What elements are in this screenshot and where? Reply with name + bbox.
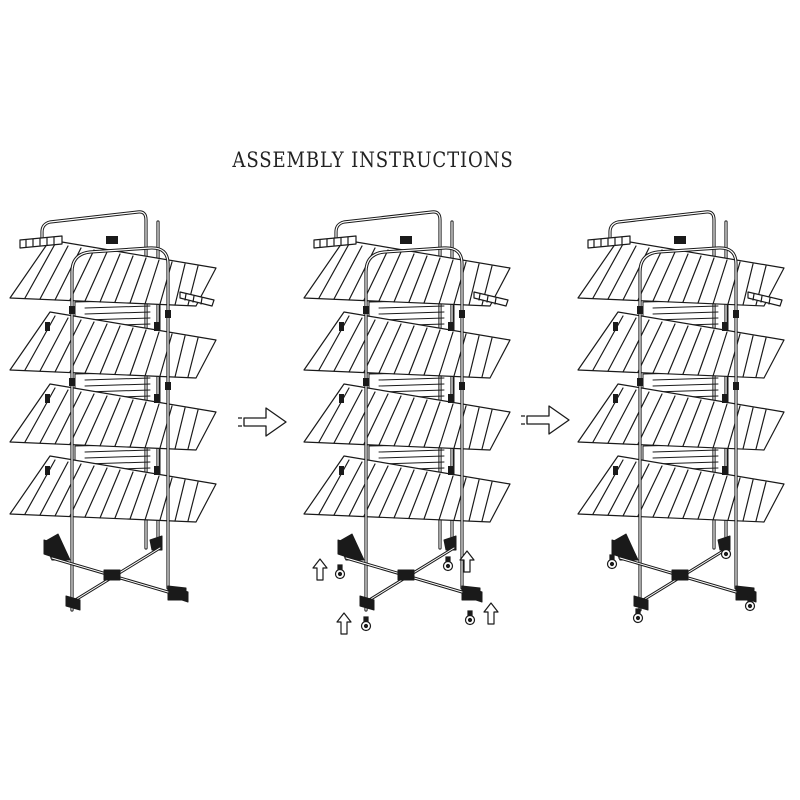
- wheel: [464, 610, 476, 626]
- next-step-arrow-1: [237, 407, 287, 437]
- up-arrow-icon: [312, 558, 328, 581]
- wheel: [334, 564, 346, 580]
- rack-step-3: [576, 210, 786, 612]
- wheel: [360, 616, 372, 632]
- wheel: [442, 556, 454, 572]
- up-arrow-icon: [336, 612, 352, 635]
- wheel: [606, 554, 618, 570]
- up-arrow-icon: [483, 602, 499, 625]
- rack-step-1: [8, 210, 218, 612]
- rack-step-2: [302, 210, 512, 612]
- wheels-detached: [334, 556, 476, 632]
- next-step-arrow-2: [520, 405, 570, 435]
- page-title: ASSEMBLY INSTRUCTIONS: [232, 148, 514, 172]
